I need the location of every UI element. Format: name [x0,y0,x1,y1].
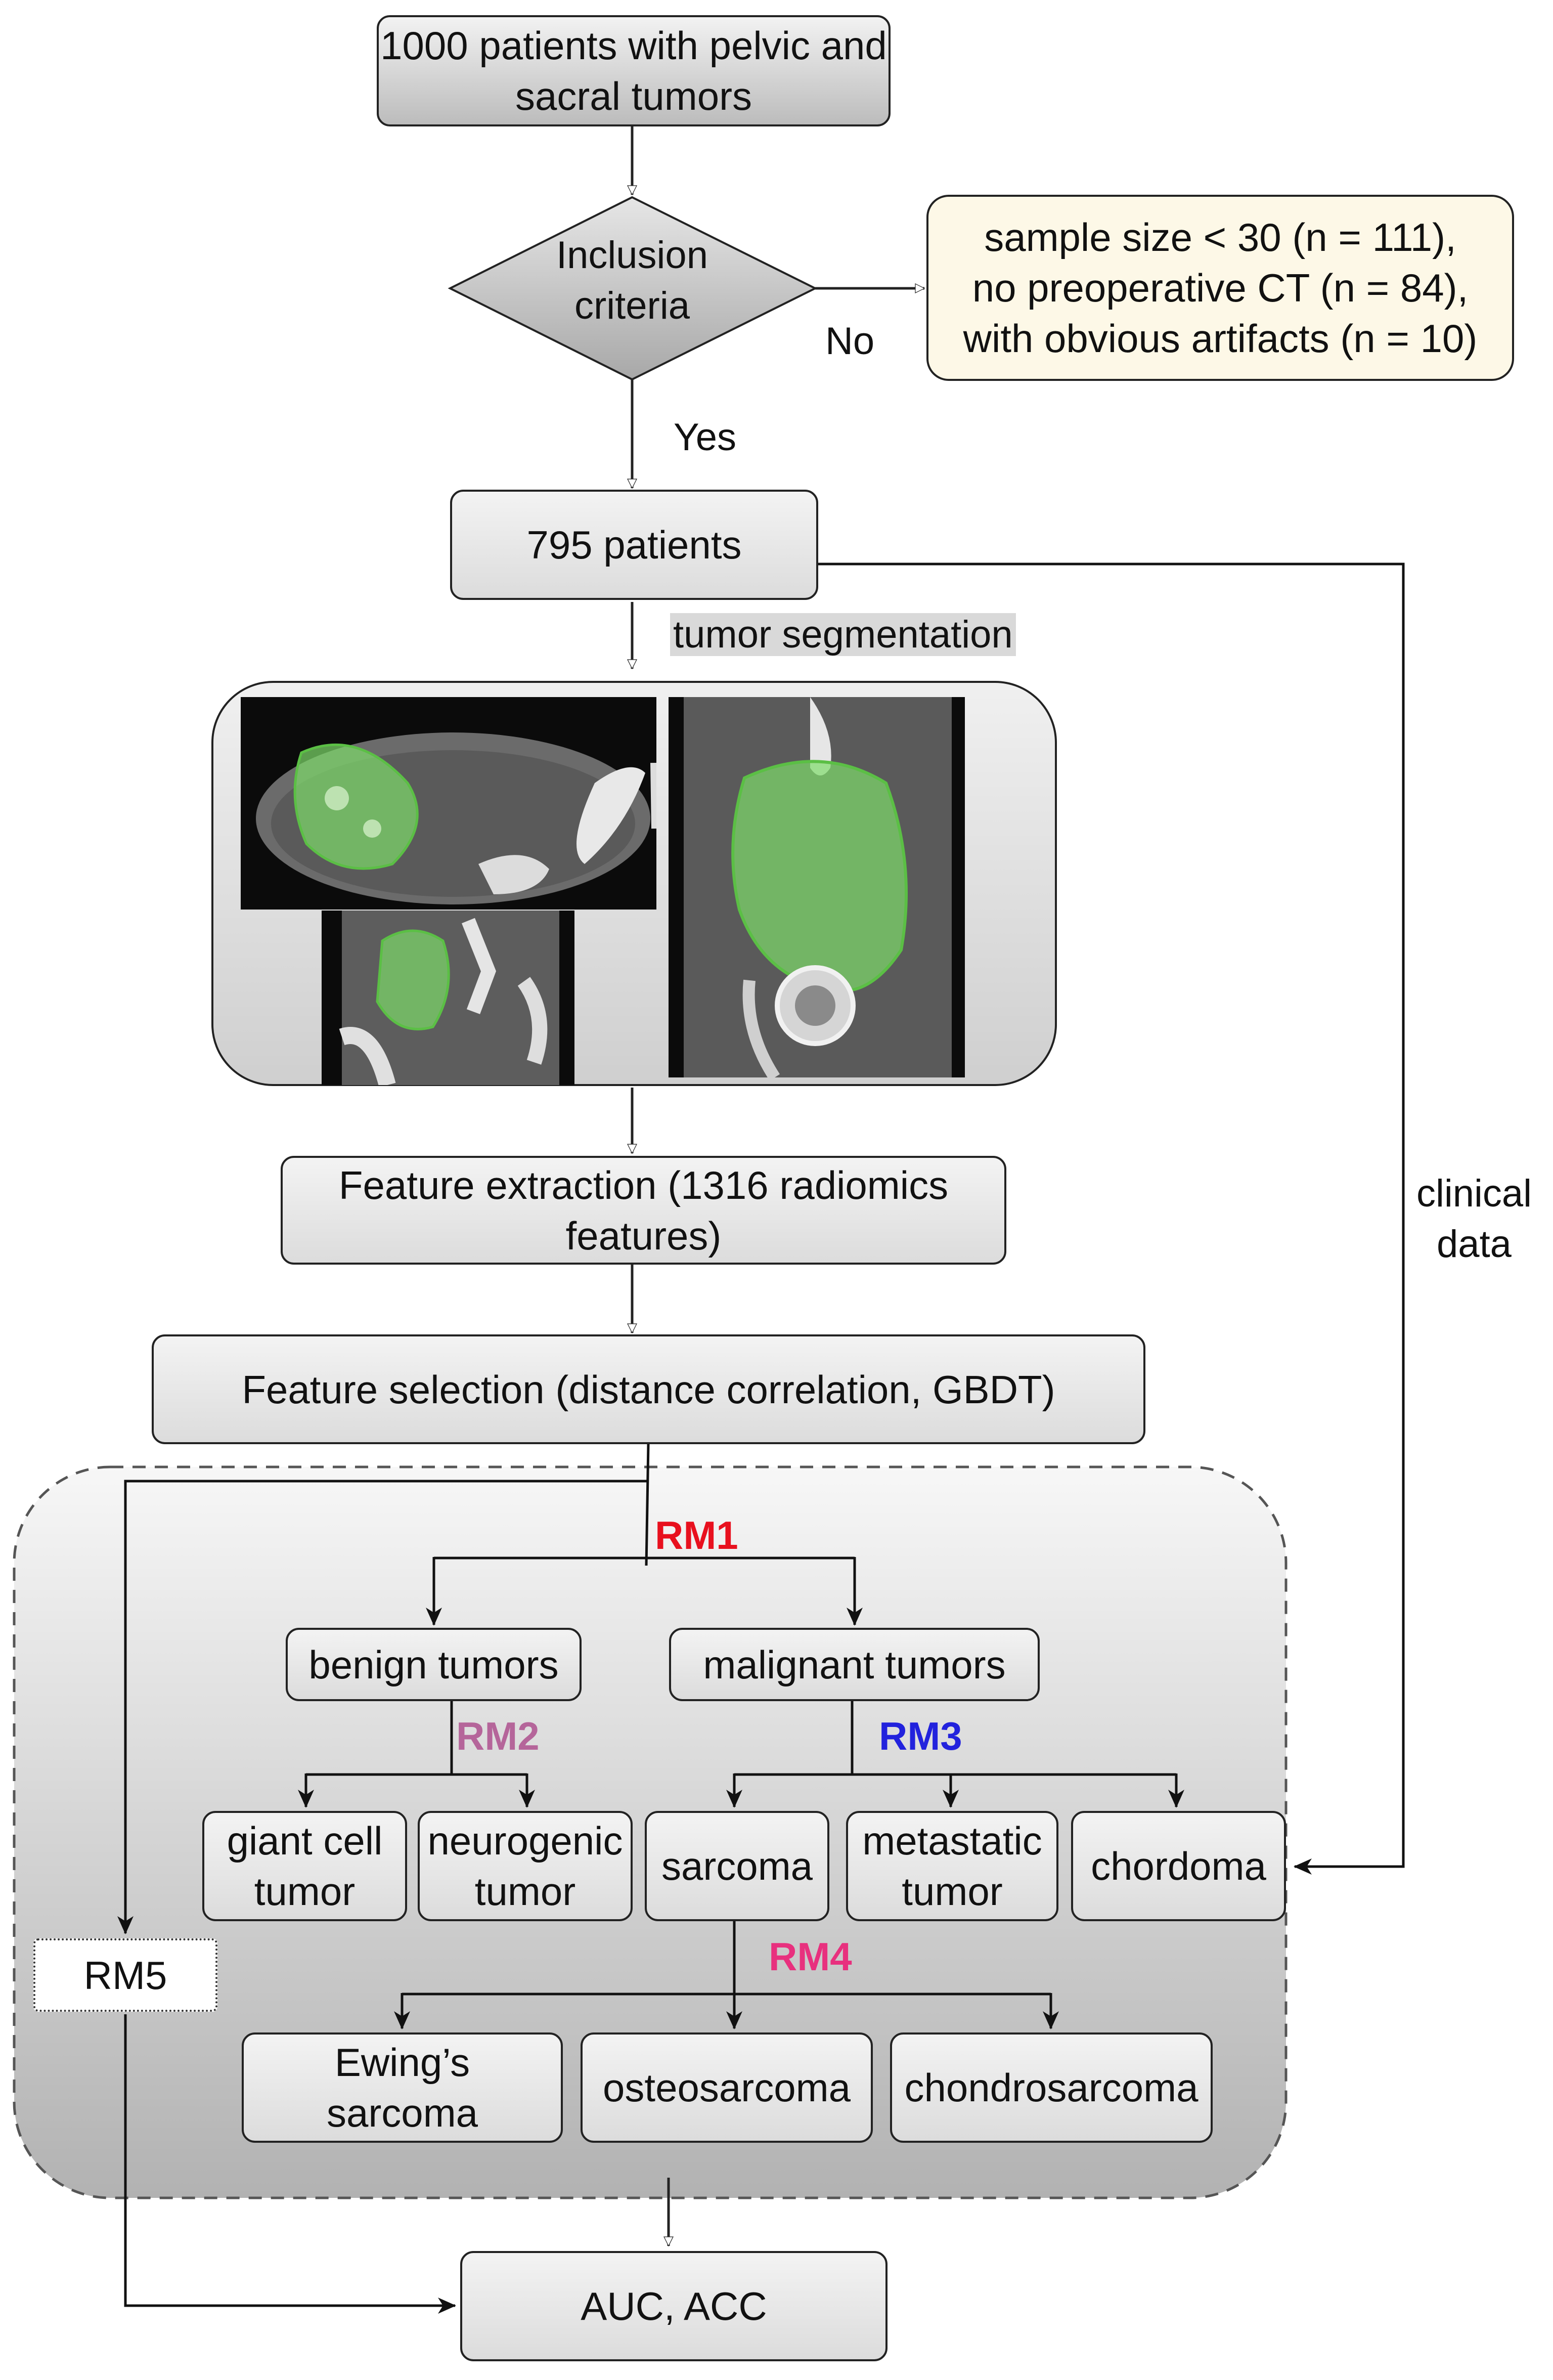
osteosarcoma-box: osteosarcoma [581,2032,873,2143]
benign-tumors-box: benign tumors [286,1628,582,1701]
included-patients-text: 795 patients [526,523,742,567]
chordoma-box: chordoma [1071,1811,1286,1921]
exclusion-box: sample size < 30 (n = 111), no preoperat… [926,195,1514,381]
giant-cell-tumor-box: giant cell tumor [202,1811,407,1921]
edge-label-yes: Yes [674,416,736,459]
axial-ct-image [241,697,656,910]
evaluation-box: AUC, ACC [460,2251,888,2361]
included-patients-box: 795 patients [450,490,818,600]
segmentation-text: tumor segmentation [670,613,1016,656]
exclusion-line-1: sample size < 30 (n = 111), [984,215,1456,259]
edge-label-clinical-data: clinical data [1416,1172,1532,1266]
axial-ct-picture [241,697,656,910]
rm5-text: RM5 [83,1953,167,1998]
malignant-tumors-text: malignant tumors [703,1642,1006,1687]
chordoma-text: chordoma [1091,1844,1266,1888]
inclusion-criteria-text: Inclusion criteria [556,234,708,327]
giant-cell-tumor-text: giant cell tumor [227,1819,383,1914]
sarcoma-text: sarcoma [661,1844,813,1888]
exclusion-line-2: no preoperative CT (n = 84), [972,266,1469,310]
feature-selection-box: Feature selection (distance correlation,… [152,1334,1145,1444]
rm2-label: RM2 [456,1714,540,1758]
ewing-sarcoma-text: Ewing’s sarcoma [326,2040,478,2135]
feature-extraction-box: Feature extraction (1316 radiomics featu… [281,1156,1006,1265]
coronal-ct-image [322,911,574,1085]
rm5-box: RM5 [33,1938,217,2012]
rm3-label: RM3 [879,1714,962,1758]
ewing-sarcoma-box: Ewing’s sarcoma [242,2032,563,2143]
edge-label-segmentation: tumor segmentation [670,610,1016,660]
metastatic-tumor-text: metastatic tumor [862,1819,1042,1914]
benign-tumors-text: benign tumors [308,1642,559,1687]
metastatic-tumor-box: metastatic tumor [846,1811,1058,1921]
feature-extraction-text: Feature extraction (1316 radiomics featu… [338,1162,949,1258]
sagittal-ct-picture [669,697,965,1077]
exclusion-line-3: with obvious artifacts (n = 10) [963,316,1478,361]
evaluation-text: AUC, ACC [581,2284,767,2328]
rm1-label: RM1 [655,1513,738,1557]
coronal-ct-picture [322,911,574,1085]
feature-selection-text: Feature selection (distance correlation,… [242,1367,1055,1412]
total-patients-text: 1000 patients with pelvic and sacral tum… [380,23,887,118]
neurogenic-tumor-text: neurogenic tumor [427,1819,623,1914]
sagittal-ct-image [669,697,965,1077]
osteosarcoma-text: osteosarcoma [603,2065,851,2110]
chondrosarcoma-box: chondrosarcoma [890,2032,1213,2143]
neurogenic-tumor-box: neurogenic tumor [418,1811,633,1921]
rm4-label: RM4 [769,1934,852,1979]
sarcoma-box: sarcoma [645,1811,829,1921]
chondrosarcoma-text: chondrosarcoma [904,2065,1199,2110]
total-patients-box: 1000 patients with pelvic and sacral tum… [377,15,891,126]
edge-label-no: No [825,320,875,363]
malignant-tumors-box: malignant tumors [669,1628,1040,1701]
